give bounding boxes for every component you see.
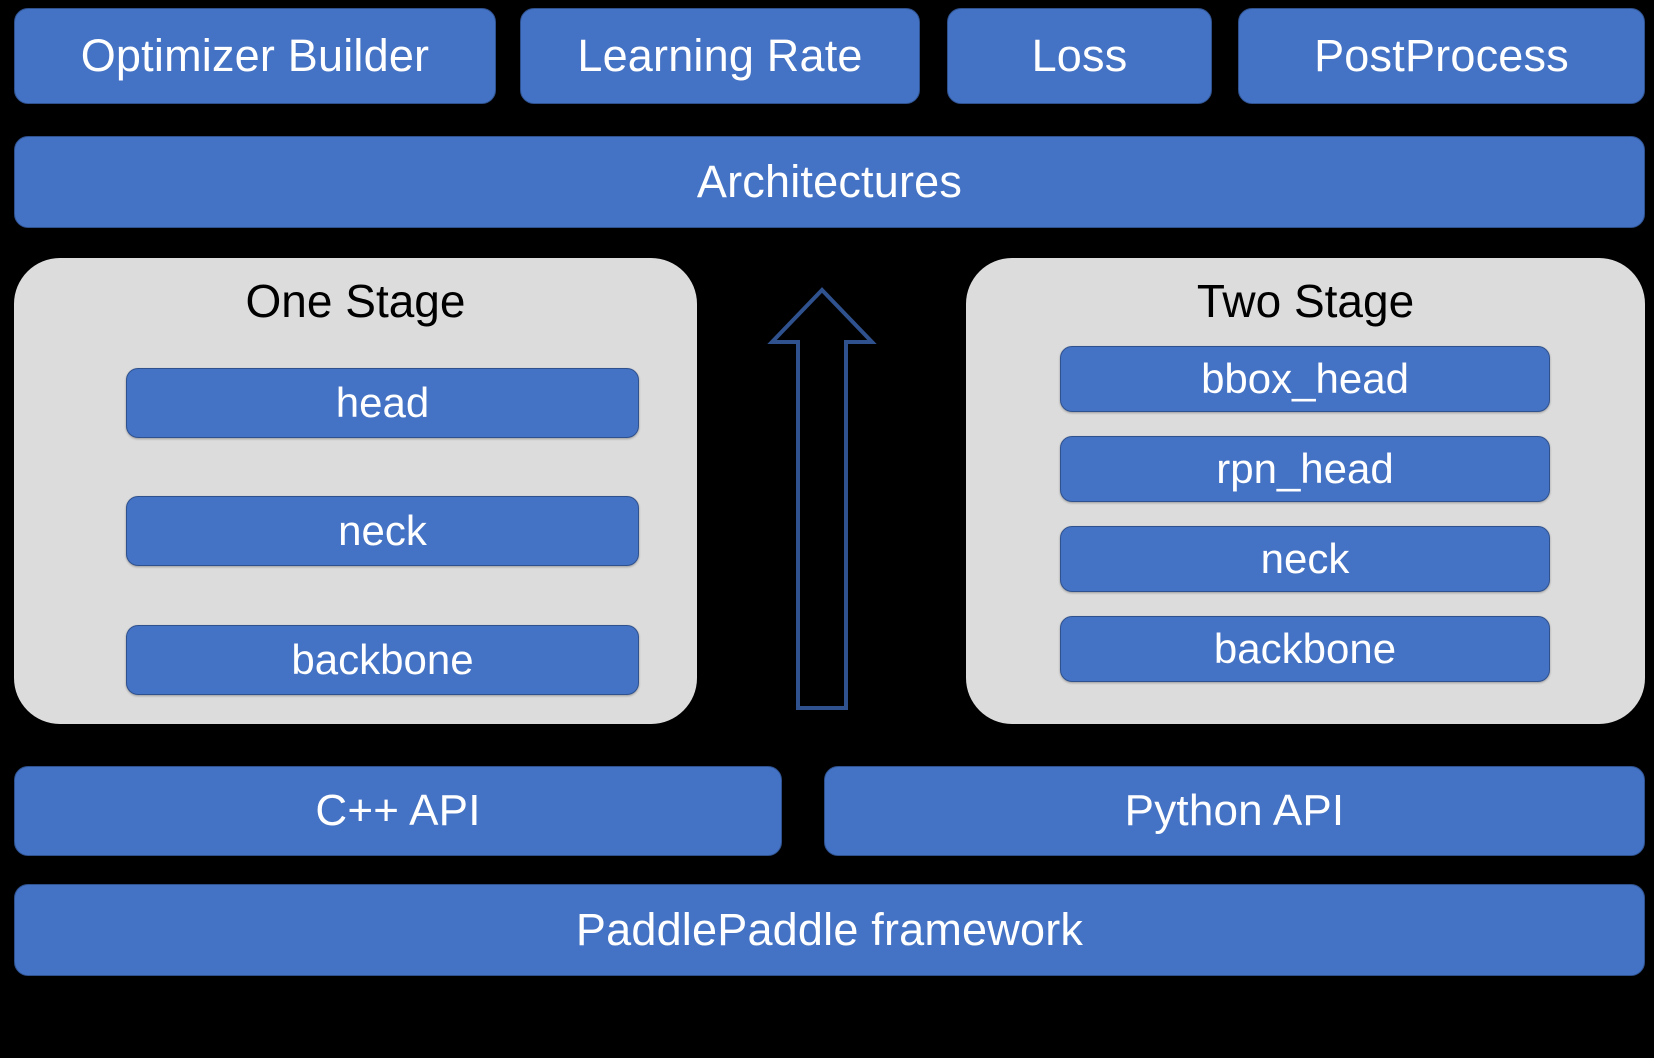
- component-label: backbone: [291, 636, 474, 683]
- up-arrow-svg: [767, 287, 877, 710]
- component-label: backbone: [1213, 625, 1397, 672]
- stage-title-one-stage: One Stage: [245, 275, 466, 327]
- component-box-backbone[interactable]: backbone: [1060, 616, 1550, 682]
- framework-bar[interactable]: PaddlePaddle framework: [14, 884, 1645, 976]
- module-label: Loss: [1031, 30, 1128, 82]
- architectures-bar[interactable]: Architectures: [14, 136, 1645, 228]
- stage-title-two-stage: Two Stage: [1196, 275, 1415, 327]
- component-label: bbox_head: [1201, 355, 1409, 402]
- module-label: Learning Rate: [577, 30, 863, 82]
- stage-panel-one-stage: One Stage head neck backbone: [14, 258, 697, 724]
- component-box-neck[interactable]: neck: [126, 496, 639, 566]
- module-box-loss[interactable]: Loss: [947, 8, 1212, 104]
- module-label: Optimizer Builder: [80, 30, 430, 82]
- arrow-outline: [767, 287, 877, 710]
- api-label: C++ API: [315, 785, 481, 835]
- api-box-python[interactable]: Python API: [824, 766, 1645, 856]
- module-box-optimizer-builder[interactable]: Optimizer Builder: [14, 8, 496, 104]
- api-label: Python API: [1124, 785, 1345, 835]
- component-box-bbox-head[interactable]: bbox_head: [1060, 346, 1550, 412]
- component-box-neck[interactable]: neck: [1060, 526, 1550, 592]
- component-label: head: [335, 379, 430, 426]
- framework-label: PaddlePaddle framework: [575, 904, 1084, 956]
- module-box-learning-rate[interactable]: Learning Rate: [520, 8, 920, 104]
- module-box-postprocess[interactable]: PostProcess: [1238, 8, 1645, 104]
- component-label: neck: [338, 507, 427, 554]
- component-label: neck: [1260, 535, 1350, 582]
- architectures-label: Architectures: [696, 156, 963, 208]
- component-box-head[interactable]: head: [126, 368, 639, 438]
- module-label: PostProcess: [1314, 30, 1569, 82]
- up-arrow-icon: [766, 284, 878, 714]
- component-box-backbone[interactable]: backbone: [126, 625, 639, 695]
- stage-panel-two-stage: Two Stage bbox_head rpn_head neck backbo…: [966, 258, 1645, 724]
- component-box-rpn-head[interactable]: rpn_head: [1060, 436, 1550, 502]
- component-label: rpn_head: [1216, 445, 1394, 492]
- api-box-cpp[interactable]: C++ API: [14, 766, 782, 856]
